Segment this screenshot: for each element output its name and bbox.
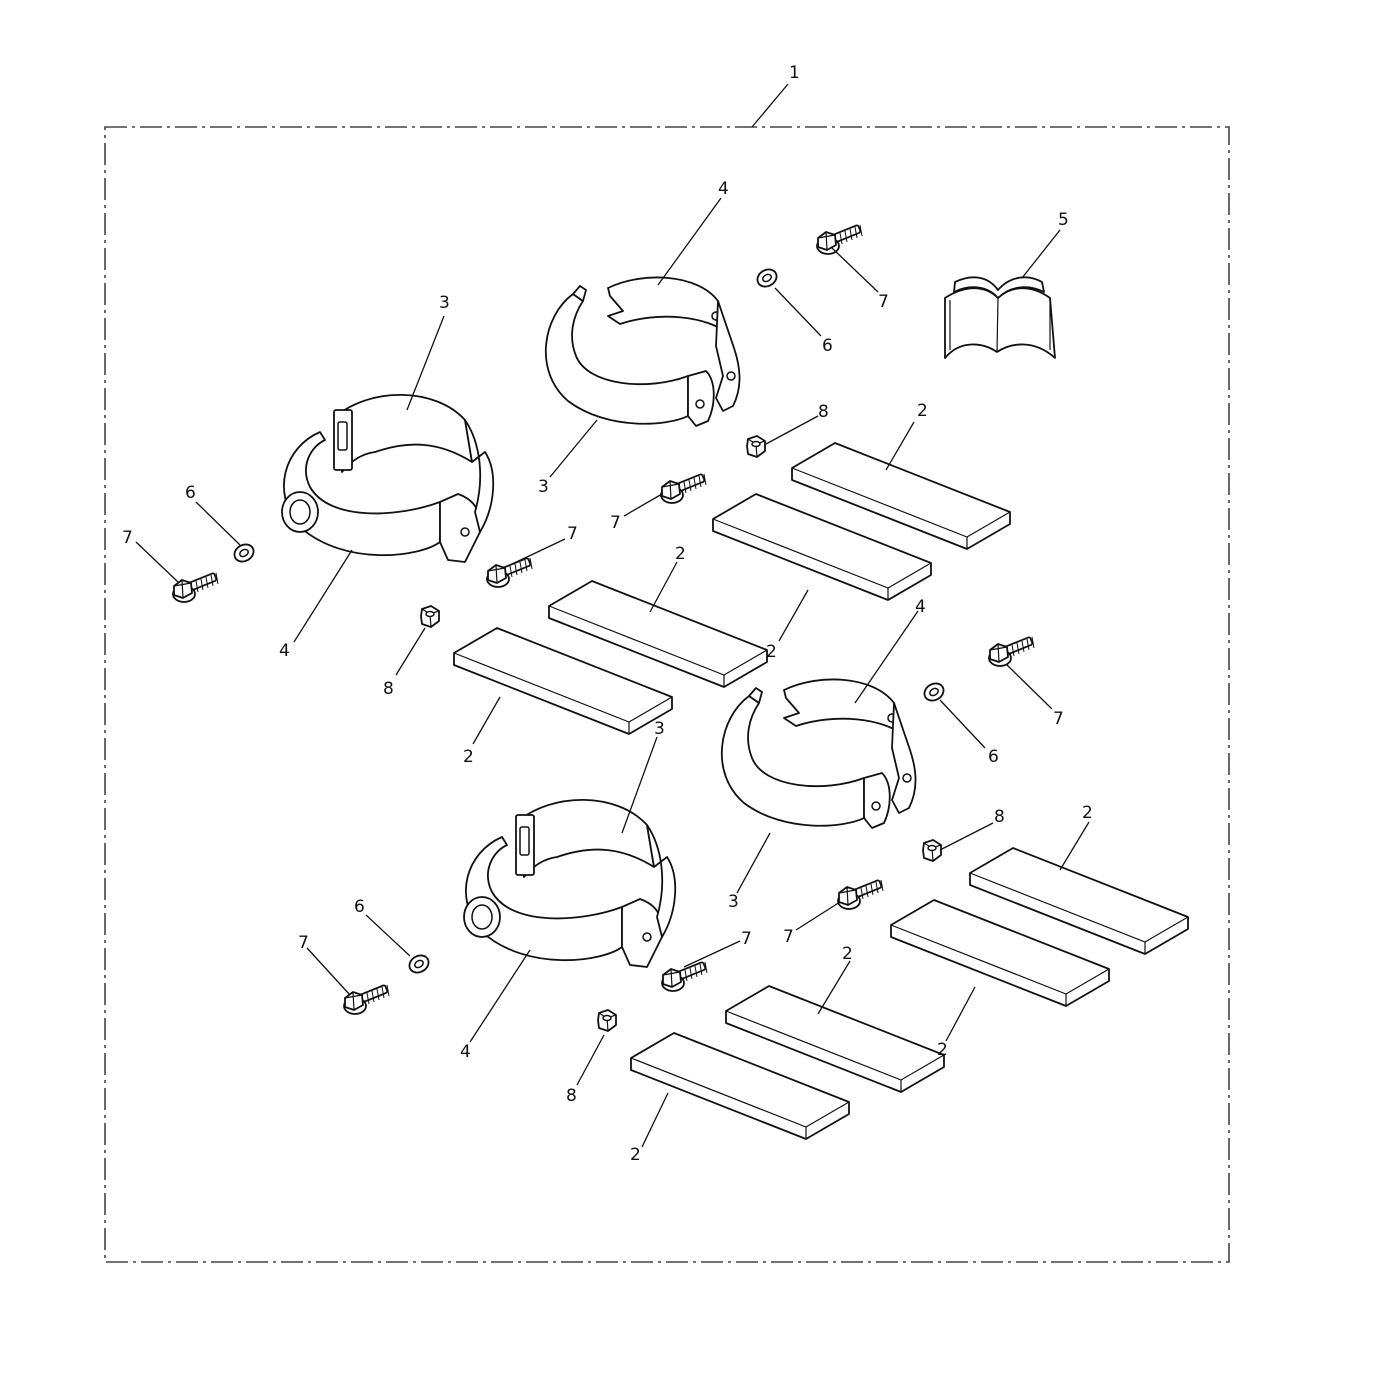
callout-2: 2 <box>937 1040 948 1060</box>
callout-7: 7 <box>122 528 133 548</box>
callout-leaders <box>135 83 1090 1148</box>
callout-4: 4 <box>279 641 290 661</box>
callout-7: 7 <box>783 927 794 947</box>
flange-bolt <box>660 472 707 504</box>
flange-bolt <box>172 571 219 603</box>
hex-nut <box>922 839 942 862</box>
callout-7: 7 <box>1053 709 1064 729</box>
clamp-upper-left <box>281 393 495 563</box>
callout-4: 4 <box>460 1042 471 1062</box>
clamp-top-center <box>544 276 741 427</box>
callout-7: 7 <box>878 292 889 312</box>
callout-6: 6 <box>988 747 999 767</box>
flange-bolt <box>816 223 863 255</box>
hex-nut <box>597 1009 617 1032</box>
flat-washer <box>920 679 948 705</box>
callout-2: 2 <box>675 544 686 564</box>
callout-2: 2 <box>917 401 928 421</box>
flat-washer <box>230 540 258 566</box>
callout-7: 7 <box>610 513 621 533</box>
hex-nut <box>746 435 766 458</box>
callout-6: 6 <box>354 897 365 917</box>
callout-4: 4 <box>915 597 926 617</box>
callout-7: 7 <box>298 933 309 953</box>
callout-8: 8 <box>994 807 1005 827</box>
callout-2: 2 <box>463 747 474 767</box>
kit-boundary-frame <box>104 126 1230 1263</box>
callout-7: 7 <box>567 524 578 544</box>
callout-3: 3 <box>654 719 665 739</box>
callout-4: 4 <box>718 179 729 199</box>
callout-8: 8 <box>818 402 829 422</box>
callout-8: 8 <box>383 679 394 699</box>
flat-washer <box>753 265 781 291</box>
callout-5: 5 <box>1058 210 1069 230</box>
callout-3: 3 <box>728 892 739 912</box>
callout-7: 7 <box>741 929 752 949</box>
callout-3: 3 <box>538 477 549 497</box>
flange-bolt <box>837 878 884 910</box>
instruction-manual-icon <box>944 276 1056 359</box>
flange-bolt <box>343 983 390 1015</box>
flange-bolt <box>988 635 1035 667</box>
callout-8: 8 <box>566 1086 577 1106</box>
callout-2: 2 <box>1082 803 1093 823</box>
callout-6: 6 <box>185 483 196 503</box>
callout-1: 1 <box>789 63 800 83</box>
clamp-right <box>720 678 917 829</box>
callout-2: 2 <box>766 642 777 662</box>
callout-2: 2 <box>842 944 853 964</box>
hex-nut <box>420 605 440 628</box>
callout-2: 2 <box>630 1145 641 1165</box>
callout-3: 3 <box>439 293 450 313</box>
callout-6: 6 <box>822 336 833 356</box>
clamp-lower-center <box>463 798 677 968</box>
flange-bolt <box>486 556 533 588</box>
